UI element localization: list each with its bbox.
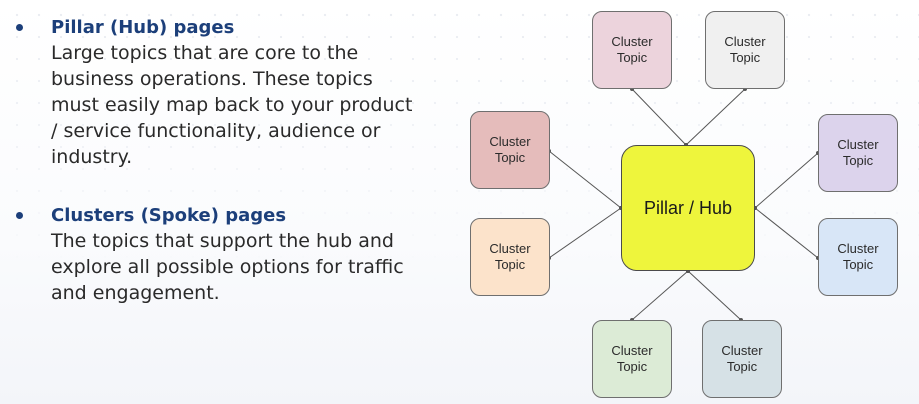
- cluster-label-line1: Cluster: [489, 134, 531, 149]
- cluster-label-line2: Topic: [616, 50, 648, 65]
- cluster-label-line1: Cluster: [724, 34, 766, 49]
- cluster-topic-node: Cluster Topic: [818, 218, 898, 296]
- pillar-hub-node: Pillar / Hub: [621, 145, 755, 271]
- cluster-topic-node: Cluster Topic: [702, 320, 782, 398]
- bullet-dot-icon: [16, 24, 23, 31]
- cluster-topic-node: Cluster Topic: [818, 114, 898, 192]
- hub-label: Pillar / Hub: [643, 197, 733, 218]
- bullet-text-line: The topics that support the hub and: [51, 230, 394, 252]
- cluster-label-line2: Topic: [842, 257, 874, 272]
- cluster-topic-node: Cluster Topic: [470, 218, 550, 296]
- cluster-label-line1: Cluster: [611, 343, 653, 358]
- cluster-label-line2: Topic: [842, 153, 874, 168]
- cluster-label-line1: Cluster: [837, 241, 879, 256]
- connector-line: [752, 150, 821, 211]
- cluster-label-line1: Cluster: [837, 137, 879, 152]
- cluster-label-line2: Topic: [494, 257, 526, 272]
- bullet-text-line: explore all possible options for traffic: [51, 256, 404, 278]
- cluster-label-line2: Topic: [729, 50, 761, 65]
- connector-line: [629, 268, 691, 323]
- bullet-text-line: and engagement.: [51, 282, 220, 304]
- connector-line: [546, 148, 624, 211]
- cluster-label-line1: Cluster: [611, 34, 653, 49]
- connector-line: [546, 205, 624, 261]
- connector-line: [683, 86, 748, 148]
- connector-line: [629, 86, 689, 148]
- bullet-text-line: / service functionality, audience or: [51, 120, 381, 142]
- connector-line: [752, 205, 821, 261]
- bullet-text-line: Large topics that are core to the: [51, 42, 359, 64]
- cluster-topic-node: Cluster Topic: [592, 320, 672, 398]
- cluster-label-line2: Topic: [616, 359, 648, 374]
- bullet-title-pillar: Pillar (Hub) pages: [51, 17, 235, 38]
- cluster-label-line2: Topic: [494, 150, 526, 165]
- cluster-label-line1: Cluster: [489, 241, 531, 256]
- cluster-label-line1: Cluster: [721, 343, 763, 358]
- cluster-topic-node: Cluster Topic: [592, 11, 672, 89]
- cluster-label-line2: Topic: [726, 359, 758, 374]
- bullet-text-line: industry.: [51, 146, 133, 168]
- cluster-topic-node: Cluster Topic: [470, 111, 550, 189]
- connector-line: [685, 268, 744, 323]
- bullet-text-line: business operations. These topics: [51, 68, 373, 90]
- bullet-dot-icon: [16, 212, 23, 219]
- bullet-text-line: must easily map back to your product: [51, 94, 413, 116]
- bullet-title-clusters: Clusters (Spoke) pages: [51, 205, 287, 226]
- cluster-topic-node: Cluster Topic: [705, 11, 785, 89]
